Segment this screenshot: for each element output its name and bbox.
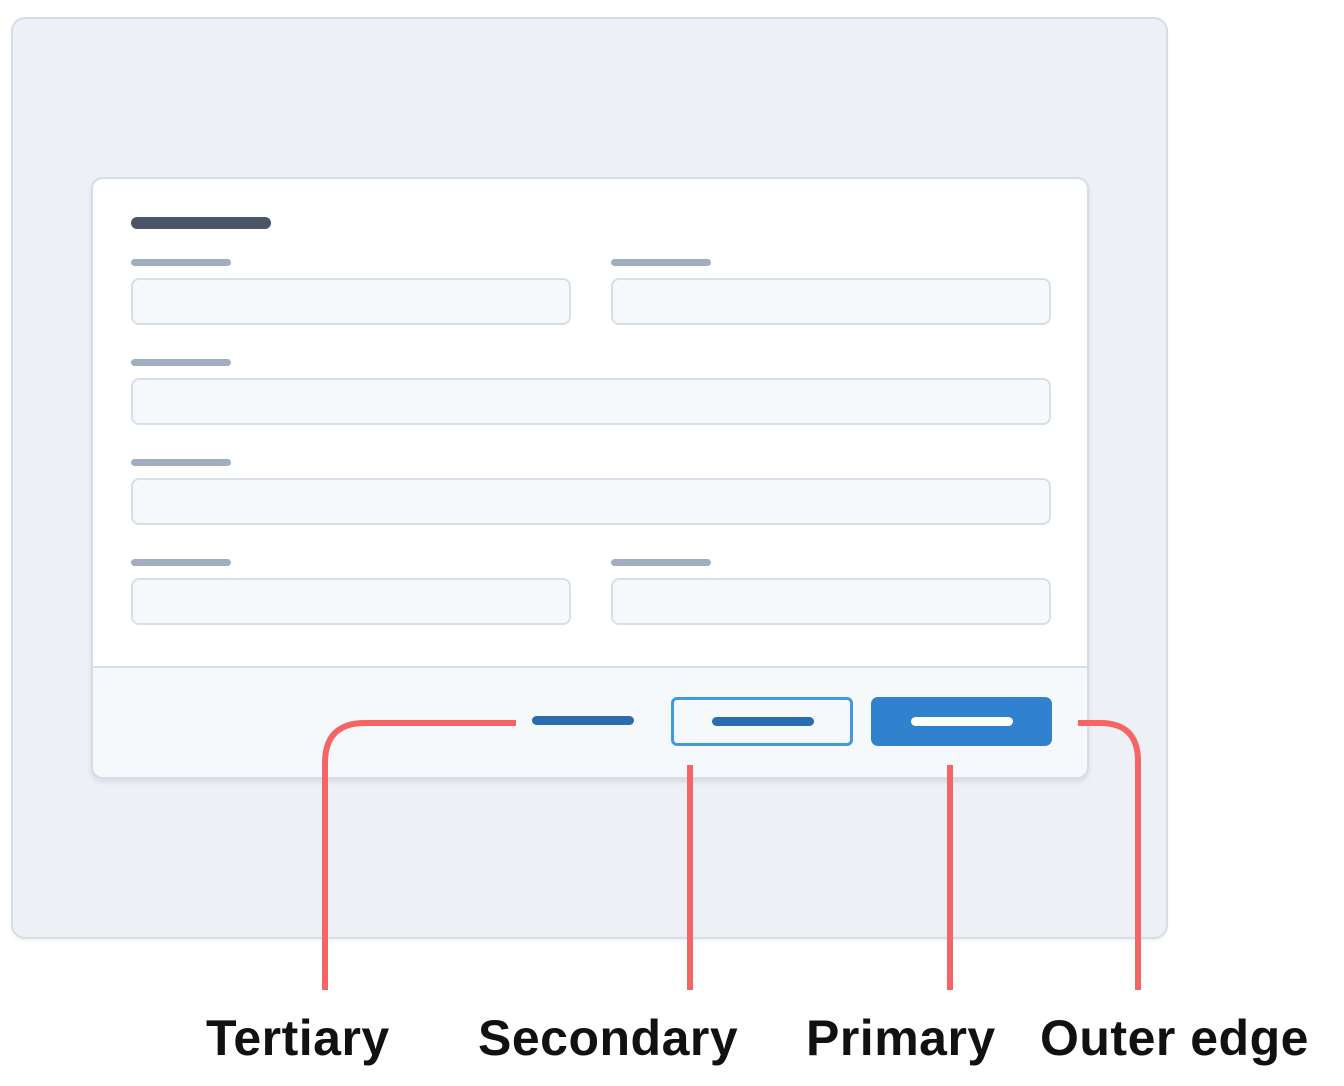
- field-label-placeholder: [611, 259, 711, 266]
- field-label-placeholder: [131, 459, 231, 466]
- field-label-placeholder: [611, 559, 711, 566]
- callout-label-outer-edge: Outer edge: [1040, 1010, 1309, 1066]
- text-input[interactable]: [131, 278, 571, 325]
- primary-button-label-placeholder: [911, 717, 1013, 726]
- text-input[interactable]: [611, 278, 1051, 325]
- text-input[interactable]: [131, 578, 571, 625]
- primary-button[interactable]: [871, 697, 1052, 746]
- form-dialog: [91, 177, 1089, 779]
- text-input-wide[interactable]: [131, 378, 1051, 425]
- dialog-title-placeholder: [131, 217, 271, 229]
- secondary-button[interactable]: [671, 697, 853, 746]
- callout-label-secondary: Secondary: [478, 1010, 739, 1066]
- callout-label-primary: Primary: [806, 1010, 996, 1066]
- text-input[interactable]: [611, 578, 1051, 625]
- text-input-wide[interactable]: [131, 478, 1051, 525]
- field-label-placeholder: [131, 559, 231, 566]
- field-label-placeholder: [131, 259, 231, 266]
- field-label-placeholder: [131, 359, 231, 366]
- secondary-button-label-placeholder: [712, 717, 814, 726]
- tertiary-button[interactable]: [532, 716, 634, 725]
- callout-label-tertiary: Tertiary: [206, 1010, 390, 1066]
